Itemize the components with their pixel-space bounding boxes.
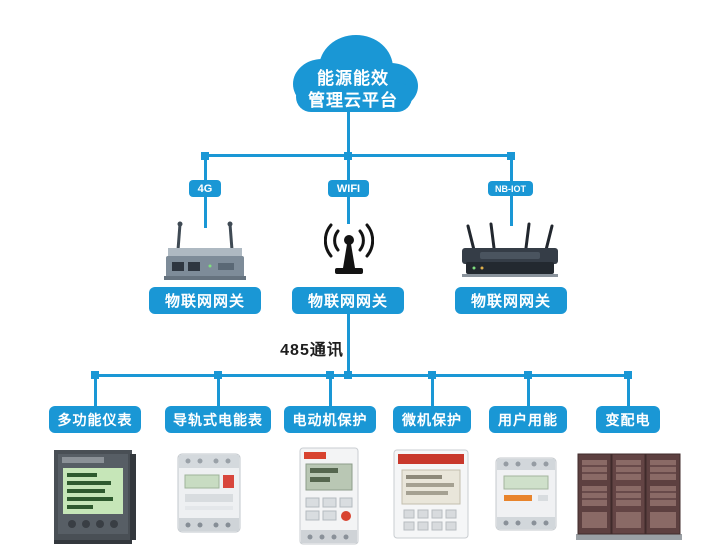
cloud-platform: 能源能效 管理云平台 xyxy=(278,26,428,124)
connector-drop-device-1 xyxy=(94,374,97,408)
device-label-motor-protection: 电动机保护 xyxy=(284,406,376,433)
junction-node xyxy=(344,371,352,379)
bus-485-label: 485通讯 xyxy=(280,342,344,359)
wifi-antenna-image xyxy=(323,220,375,283)
junction-node xyxy=(507,152,515,160)
device-label-power-distribution: 变配电 xyxy=(596,406,660,433)
protection-relay-image xyxy=(392,448,470,547)
junction-node xyxy=(201,152,209,160)
junction-node xyxy=(214,371,222,379)
junction-node xyxy=(326,371,334,379)
cloud-title-line1: 能源能效 xyxy=(317,69,389,88)
junction-node xyxy=(91,371,99,379)
connector-gateway-to-485bus xyxy=(347,314,350,376)
device-label-user-energy: 用户用能 xyxy=(489,406,567,433)
cellular-router-image xyxy=(158,220,252,291)
badge-4g: 4G xyxy=(189,180,221,197)
cloud-title-line2: 管理云平台 xyxy=(308,91,398,110)
junction-node xyxy=(524,371,532,379)
cloud-icon xyxy=(293,35,418,112)
badge-nbiot: NB-IOT xyxy=(488,181,533,196)
switchgear-cabinet-image xyxy=(576,450,682,547)
connector-485-bus xyxy=(94,374,631,377)
nbiot-router-image xyxy=(460,222,560,285)
junction-node xyxy=(344,152,352,160)
energy-meter-image xyxy=(490,456,564,539)
din-rail-meter-image xyxy=(170,452,248,541)
junction-node xyxy=(428,371,436,379)
junction-node xyxy=(624,371,632,379)
gateway-label-wifi: 物联网网关 xyxy=(292,287,404,314)
gateway-label-nbiot: 物联网网关 xyxy=(455,287,567,314)
connector-drop-device-6 xyxy=(627,374,630,408)
cloud-platform-title: 能源能效 管理云平台 xyxy=(278,68,428,112)
device-label-din-rail-meter: 导轨式电能表 xyxy=(165,406,271,433)
connector-drop-device-5 xyxy=(527,374,530,408)
connector-drop-device-3 xyxy=(329,374,332,408)
connector-cloud-to-bus xyxy=(347,110,350,156)
device-label-multifunction-meter: 多功能仪表 xyxy=(49,406,141,433)
badge-wifi: WIFI xyxy=(328,180,369,197)
multifunction-meter-image xyxy=(50,448,138,550)
motor-protector-image xyxy=(296,446,362,553)
connector-drop-device-2 xyxy=(217,374,220,408)
device-label-protection-relay: 微机保护 xyxy=(393,406,471,433)
connector-drop-device-4 xyxy=(431,374,434,408)
connector-top-bus xyxy=(204,154,513,157)
gateway-label-4g: 物联网网关 xyxy=(149,287,261,314)
